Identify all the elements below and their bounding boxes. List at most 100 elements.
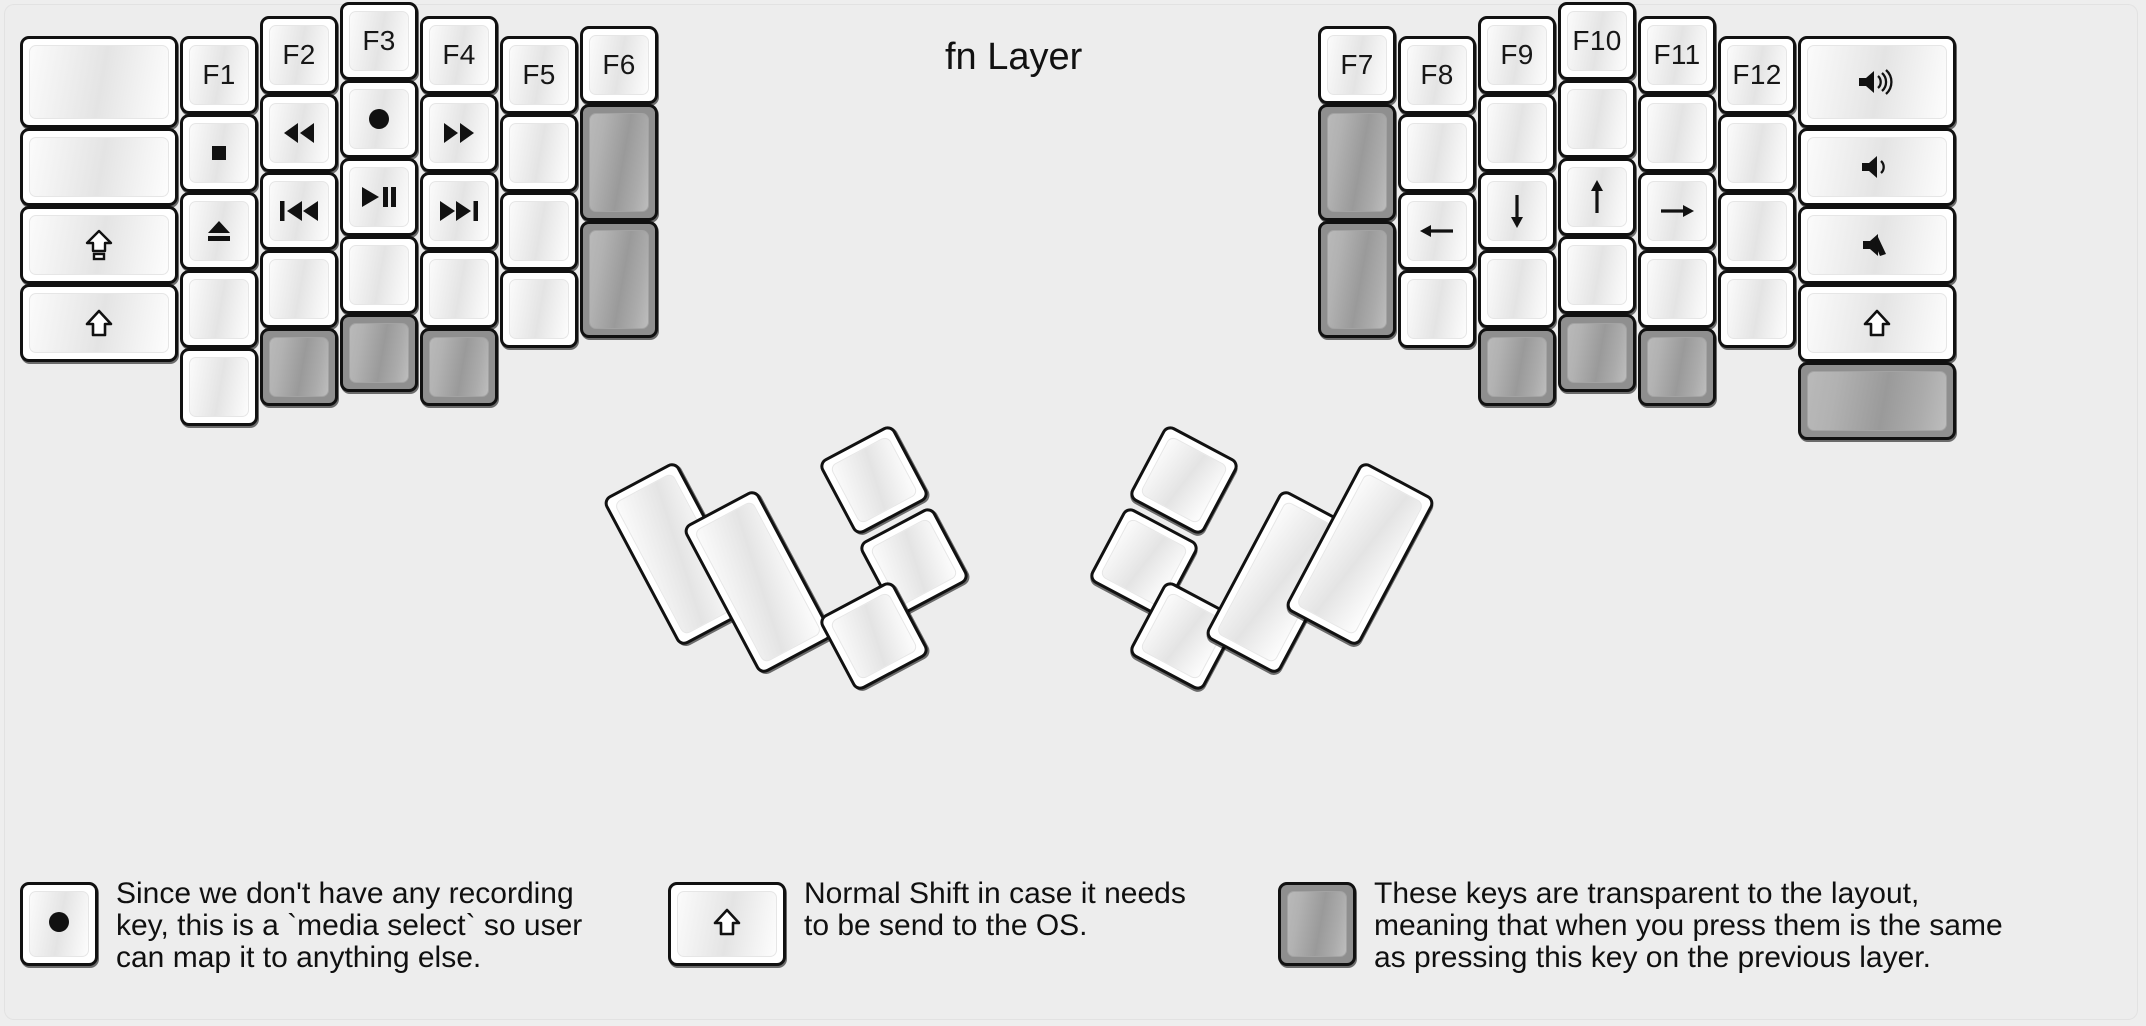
right-col-ring-r2[interactable] bbox=[1638, 172, 1716, 250]
left-col-ring-r0[interactable]: F2 bbox=[260, 16, 338, 94]
page-title: fn Layer bbox=[945, 36, 1083, 78]
right-col-pinky-outer-r2[interactable] bbox=[1798, 206, 1956, 284]
left-col-pinky-outer-r2[interactable] bbox=[20, 206, 178, 284]
right-col-pinky-r0[interactable]: F12 bbox=[1718, 36, 1796, 114]
legend-text-2: Normal Shift in case it needs to be send… bbox=[804, 877, 1186, 943]
right-col-middle-r1[interactable] bbox=[1558, 80, 1636, 158]
key-cap bbox=[1727, 201, 1787, 261]
key-label: F3 bbox=[362, 25, 396, 56]
key-cap bbox=[269, 103, 329, 163]
key-cap bbox=[349, 323, 409, 383]
key-cap bbox=[1647, 103, 1707, 163]
left-col-pinky-r4[interactable] bbox=[180, 348, 258, 426]
left-col-ring-r3[interactable] bbox=[260, 250, 338, 328]
right-col-pinky-outer-r1[interactable] bbox=[1798, 128, 1956, 206]
legend-key-2 bbox=[668, 882, 786, 966]
volume-down-icon bbox=[1858, 152, 1896, 182]
right-col-ring-r4[interactable] bbox=[1638, 328, 1716, 406]
left-col-inner-r1[interactable] bbox=[580, 104, 658, 221]
key-cap bbox=[1807, 137, 1947, 197]
right-col-index-r3[interactable] bbox=[1478, 250, 1556, 328]
left-col-index-inner-r1[interactable] bbox=[500, 114, 578, 192]
key-cap bbox=[1727, 279, 1787, 339]
left-col-middle-r1[interactable] bbox=[340, 80, 418, 158]
left-col-middle-r4[interactable] bbox=[340, 314, 418, 392]
key-cap bbox=[189, 279, 249, 339]
key-cap bbox=[269, 337, 329, 397]
key-cap bbox=[509, 279, 569, 339]
key-label: F11 bbox=[1653, 39, 1701, 70]
key-cap bbox=[589, 113, 649, 212]
right-col-index-inner-r0[interactable]: F8 bbox=[1398, 36, 1476, 114]
key-cap: F5 bbox=[509, 45, 569, 105]
key-cap bbox=[349, 245, 409, 305]
right-col-inner-r2[interactable] bbox=[1318, 221, 1396, 338]
key-cap bbox=[1407, 123, 1467, 183]
key-cap bbox=[429, 103, 489, 163]
left-col-index-inner-r2[interactable] bbox=[500, 192, 578, 270]
right-col-pinky-r3[interactable] bbox=[1718, 270, 1796, 348]
left-col-middle-r3[interactable] bbox=[340, 236, 418, 314]
left-col-pinky-outer-r1[interactable] bbox=[20, 128, 178, 206]
media-play-pause-icon bbox=[358, 184, 400, 210]
left-col-middle-r0[interactable]: F3 bbox=[340, 2, 418, 80]
left-col-ring-r2[interactable] bbox=[260, 172, 338, 250]
key-cap bbox=[677, 891, 777, 957]
left-col-index-inner-r3[interactable] bbox=[500, 270, 578, 348]
key-label: F12 bbox=[1732, 59, 1782, 90]
left-col-inner-r2[interactable] bbox=[580, 221, 658, 338]
key-cap bbox=[589, 230, 649, 329]
key-cap bbox=[429, 337, 489, 397]
right-col-index-inner-r2[interactable] bbox=[1398, 192, 1476, 270]
right-col-index-r0[interactable]: F9 bbox=[1478, 16, 1556, 94]
right-col-ring-r3[interactable] bbox=[1638, 250, 1716, 328]
key-cap bbox=[1487, 259, 1547, 319]
left-col-index-r0[interactable]: F4 bbox=[420, 16, 498, 94]
left-col-pinky-outer-r0[interactable] bbox=[20, 36, 178, 128]
left-col-index-r3[interactable] bbox=[420, 250, 498, 328]
left-col-pinky-outer-r3[interactable] bbox=[20, 284, 178, 362]
right-col-ring-r1[interactable] bbox=[1638, 94, 1716, 172]
legend-key-1 bbox=[20, 882, 98, 966]
right-col-pinky-r1[interactable] bbox=[1718, 114, 1796, 192]
left-col-index-r2[interactable] bbox=[420, 172, 498, 250]
left-col-pinky-r0[interactable]: F1 bbox=[180, 36, 258, 114]
right-col-pinky-r2[interactable] bbox=[1718, 192, 1796, 270]
legend-item-1: Since we don't have any recording key, t… bbox=[20, 877, 582, 974]
right-col-inner-r0[interactable]: F7 bbox=[1318, 26, 1396, 104]
left-col-ring-r4[interactable] bbox=[260, 328, 338, 406]
left-col-pinky-r2[interactable] bbox=[180, 192, 258, 270]
key-cap: F9 bbox=[1487, 25, 1547, 85]
media-stop-icon bbox=[204, 138, 234, 168]
right-col-index-r1[interactable] bbox=[1478, 94, 1556, 172]
key-cap bbox=[1807, 293, 1947, 353]
shift-icon bbox=[712, 906, 742, 943]
left-col-inner-r0[interactable]: F6 bbox=[580, 26, 658, 104]
right-col-index-inner-r1[interactable] bbox=[1398, 114, 1476, 192]
right-col-pinky-outer-r4[interactable] bbox=[1798, 362, 1956, 440]
left-col-pinky-r3[interactable] bbox=[180, 270, 258, 348]
left-col-index-r1[interactable] bbox=[420, 94, 498, 172]
left-col-pinky-r1[interactable] bbox=[180, 114, 258, 192]
left-col-middle-r2[interactable] bbox=[340, 158, 418, 236]
key-label: F4 bbox=[442, 39, 476, 70]
left-col-ring-r1[interactable] bbox=[260, 94, 338, 172]
right-col-pinky-outer-r0[interactable] bbox=[1798, 36, 1956, 128]
key-cap: F7 bbox=[1327, 35, 1387, 95]
left-col-index-r4[interactable] bbox=[420, 328, 498, 406]
right-col-index-inner-r3[interactable] bbox=[1398, 270, 1476, 348]
left-col-index-inner-r0[interactable]: F5 bbox=[500, 36, 578, 114]
right-col-index-r2[interactable] bbox=[1478, 172, 1556, 250]
right-col-inner-r1[interactable] bbox=[1318, 104, 1396, 221]
right-col-ring-r0[interactable]: F11 bbox=[1638, 16, 1716, 94]
key-cap bbox=[509, 123, 569, 183]
right-col-middle-r3[interactable] bbox=[1558, 236, 1636, 314]
key-label: F1 bbox=[202, 59, 236, 90]
key-cap bbox=[1807, 215, 1947, 275]
right-col-index-r4[interactable] bbox=[1478, 328, 1556, 406]
right-col-middle-r2[interactable] bbox=[1558, 158, 1636, 236]
right-col-middle-r0[interactable]: F10 bbox=[1558, 2, 1636, 80]
eject-icon bbox=[202, 216, 236, 246]
right-col-pinky-outer-r3[interactable] bbox=[1798, 284, 1956, 362]
right-col-middle-r4[interactable] bbox=[1558, 314, 1636, 392]
